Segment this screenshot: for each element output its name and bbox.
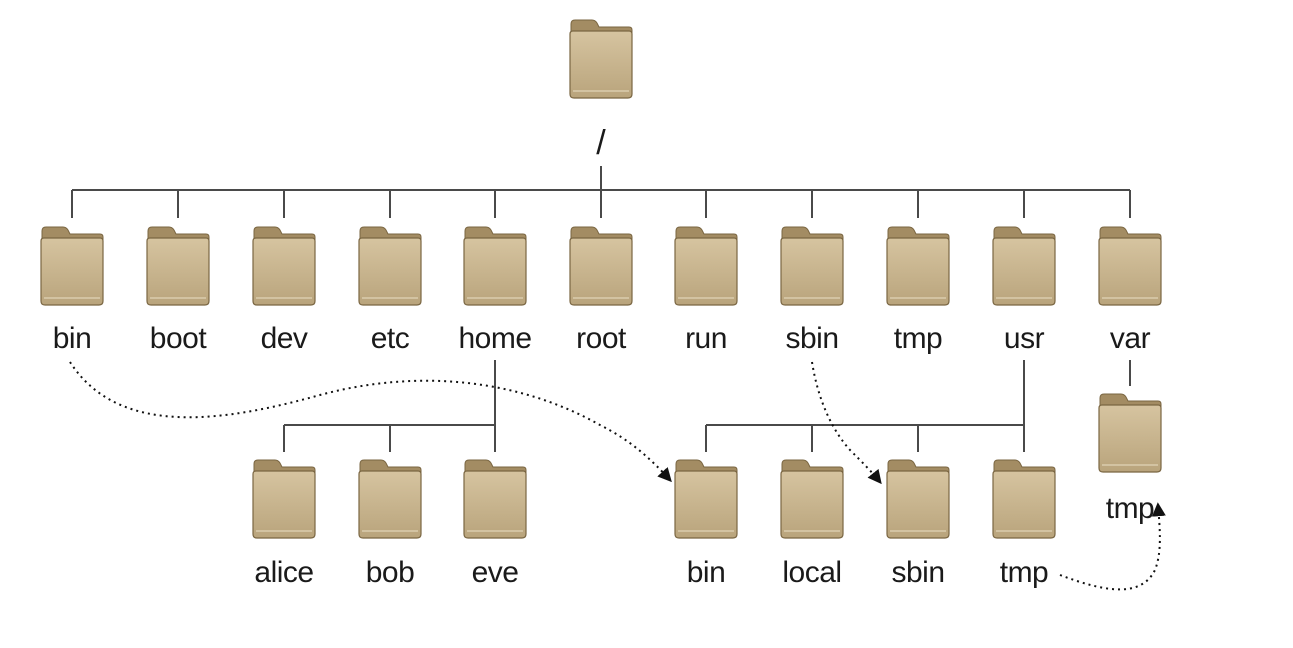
folder-icon[interactable] xyxy=(145,225,211,307)
folder-icon[interactable] xyxy=(251,458,317,540)
folder-label-eve: eve xyxy=(471,556,519,589)
folder-label-usr: usr xyxy=(1003,322,1045,355)
folder-label-home: home xyxy=(458,322,532,355)
folder-icon[interactable] xyxy=(462,225,528,307)
folder-label-dev: dev xyxy=(260,322,308,355)
folder-label-sbin: sbin xyxy=(785,322,839,355)
folder-label-usr-bin: bin xyxy=(686,556,726,589)
folder-label-bin: bin xyxy=(52,322,92,355)
folder-icon[interactable] xyxy=(462,458,528,540)
folder-label-bob: bob xyxy=(365,556,415,589)
folder-icon[interactable] xyxy=(1097,392,1163,474)
folder-icon[interactable] xyxy=(779,225,845,307)
folder-icon[interactable] xyxy=(885,225,951,307)
folder-label-boot: boot xyxy=(149,322,207,355)
folder-icon[interactable] xyxy=(673,225,739,307)
symlink-sbin-to-usr-sbin xyxy=(811,361,882,485)
folder-label-root: root xyxy=(576,322,626,355)
folder-label-usr-sbin: sbin xyxy=(891,556,945,589)
folder-icon[interactable] xyxy=(885,458,951,540)
folder-label-alice: alice xyxy=(254,556,314,589)
folder-label-etc: etc xyxy=(370,322,410,355)
folder-label-var-tmp: tmp xyxy=(1105,492,1155,525)
folder-icon[interactable] xyxy=(1097,225,1163,307)
folder-icon[interactable] xyxy=(568,225,634,307)
symlink-bin-to-usr-bin xyxy=(69,361,672,483)
folder-label-tmp: tmp xyxy=(893,322,943,355)
folder-icon[interactable] xyxy=(39,225,105,307)
folder-icon[interactable] xyxy=(991,225,1057,307)
folder-label-run: run xyxy=(685,322,727,355)
folder-icon[interactable] xyxy=(991,458,1057,540)
folder-label-var: var xyxy=(1109,322,1151,355)
folder-label-usr-tmp: tmp xyxy=(999,556,1049,589)
folder-icon[interactable] xyxy=(568,18,634,100)
folder-icon[interactable] xyxy=(779,458,845,540)
folder-icon[interactable] xyxy=(357,225,423,307)
root-label: / xyxy=(596,124,606,162)
folder-icon[interactable] xyxy=(357,458,423,540)
folder-icon[interactable] xyxy=(251,225,317,307)
folder-icon[interactable] xyxy=(673,458,739,540)
folder-label-usr-local: local xyxy=(782,556,842,589)
